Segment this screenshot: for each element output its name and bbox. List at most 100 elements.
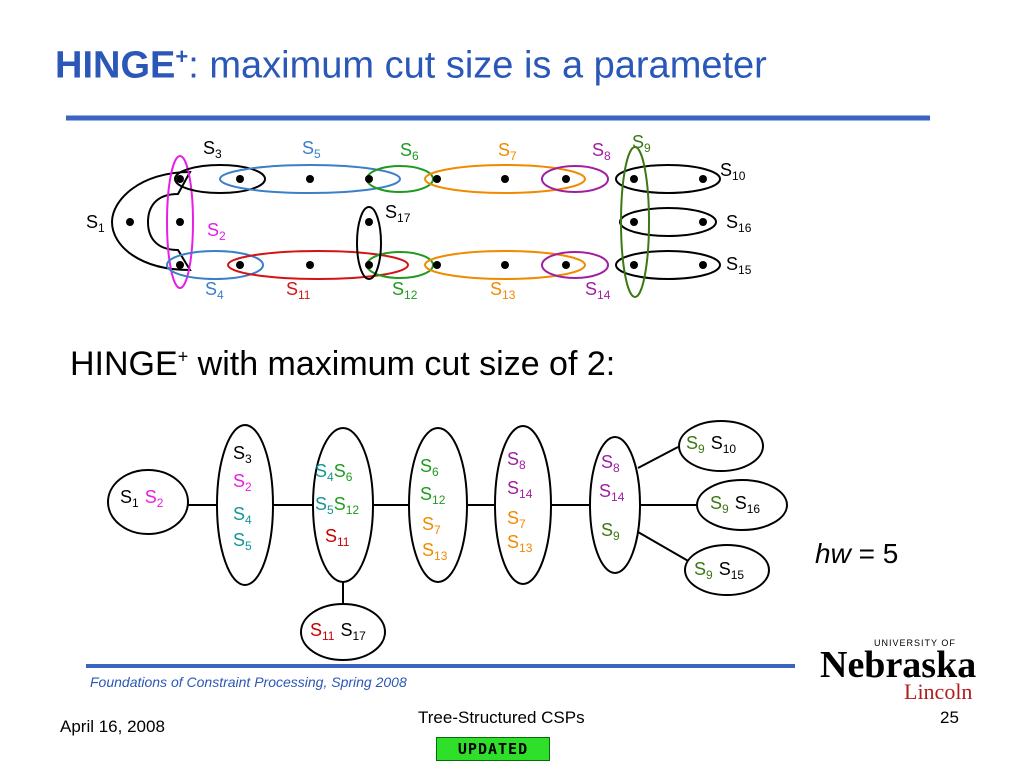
node5-label-4: S13: [507, 532, 533, 555]
label-s2: S2: [207, 220, 226, 243]
node3-label-1: S4S6: [315, 461, 353, 484]
node6-label-3: S9: [601, 520, 620, 543]
tree-node-3: [312, 427, 374, 583]
label-s9: S9: [632, 132, 651, 155]
hyperedge-s8: [541, 165, 609, 193]
vertex: [365, 218, 373, 226]
node5-label-3: S7: [507, 508, 526, 531]
tree-node-7: [678, 420, 764, 472]
label-s10: S10: [720, 160, 746, 183]
node2-label-3: S4: [233, 504, 252, 527]
tree-node-10: [300, 603, 386, 661]
tree-node-5: [494, 425, 552, 585]
tree-node-8: [696, 479, 788, 531]
label-s8: S8: [592, 140, 611, 163]
hyperedge-s15: [615, 250, 721, 280]
vertex: [236, 261, 244, 269]
vertex: [699, 261, 707, 269]
label-s5: S5: [302, 138, 321, 161]
hyperedge-s7: [424, 164, 586, 194]
tree-node-2: [216, 424, 274, 586]
hyperedge-s17: [356, 206, 382, 280]
slide-title: HINGE+: maximum cut size is a parameter: [55, 44, 767, 87]
hyperedge-s3: [174, 164, 266, 194]
vertex: [365, 261, 373, 269]
node5-label-1: S8: [507, 449, 526, 472]
hyperedge-s5: [219, 164, 401, 194]
node2-label-2: S2: [233, 471, 252, 494]
hyperedge-s11: [227, 250, 409, 280]
hinge-hypergraph: [110, 146, 721, 298]
tree-edge: [637, 446, 679, 469]
vertex: [433, 175, 441, 183]
label-s12: S12: [392, 279, 418, 302]
label-s16: S16: [726, 212, 752, 235]
updated-badge: UPDATED: [436, 737, 550, 761]
vertex: [176, 261, 184, 269]
footer-title: Tree-Structured CSPs: [418, 708, 585, 727]
label-s15: S15: [726, 254, 752, 277]
hyperedge-labels: S1 S2 S3 S4 S5 S6 S7 S8 S9 S10 S11 S12 S…: [86, 132, 752, 302]
vertex: [306, 175, 314, 183]
vertex: [630, 175, 638, 183]
vertex: [365, 175, 373, 183]
vertex: [501, 175, 509, 183]
node6-label-2: S14: [599, 481, 625, 504]
hyperedge-s9: [620, 146, 650, 298]
label-s7: S7: [498, 140, 517, 163]
label-s3: S3: [203, 138, 222, 161]
node3-label-3: S11: [325, 526, 350, 549]
vertex: [306, 261, 314, 269]
label-s11: S11: [286, 279, 311, 302]
tree-node-1: [107, 469, 189, 535]
node3-label-2: S5S12: [315, 494, 359, 517]
label-s14: S14: [585, 279, 611, 302]
node4-label-4: S13: [422, 540, 448, 563]
hyperedge-s2: [166, 155, 194, 289]
label-s1: S1: [86, 212, 105, 235]
page-number: 25: [940, 708, 959, 727]
vertex: [699, 218, 707, 226]
hypertree-width-label: hw = 5: [815, 538, 899, 569]
university-logo: UNIVERSITY OF Nebraska Lincoln: [820, 638, 977, 704]
node2-label-4: S5: [233, 530, 252, 553]
node6-label-1: S8: [601, 452, 620, 475]
hyperedge-s1: [110, 170, 192, 272]
label-s13: S13: [490, 279, 516, 302]
hyperedge-s4: [166, 250, 264, 280]
hyperedge-s14: [541, 251, 609, 279]
vertex: [176, 218, 184, 226]
vertex: [126, 218, 134, 226]
tree-node-6: [589, 436, 641, 574]
tree-edges: [187, 446, 696, 605]
node4-label-2: S12: [420, 484, 446, 507]
label-s4: S4: [205, 279, 224, 302]
vertex: [236, 175, 244, 183]
node4-label-1: S6: [420, 456, 439, 479]
vertex: [176, 175, 184, 183]
footer-course: Foundations of Constraint Processing, Sp…: [90, 674, 407, 690]
tree-node-9: [684, 544, 770, 596]
hypergraph-vertices: [126, 175, 707, 269]
tree-nodes: [107, 420, 788, 661]
hyperedge-s10: [615, 164, 721, 194]
node2-label-1: S3: [233, 443, 252, 466]
subheading: HINGE+ with maximum cut size of 2:: [70, 345, 616, 383]
hyperedge-s13: [424, 250, 586, 280]
tree-node-4: [408, 427, 468, 583]
label-s6: S6: [400, 140, 419, 163]
vertex: [562, 261, 570, 269]
vertex: [630, 218, 638, 226]
label-s17: S17: [385, 202, 411, 225]
hyperedge-s12: [366, 251, 434, 279]
vertex: [433, 261, 441, 269]
tree-edge: [637, 531, 691, 563]
footer-date: April 16, 2008: [60, 717, 165, 736]
